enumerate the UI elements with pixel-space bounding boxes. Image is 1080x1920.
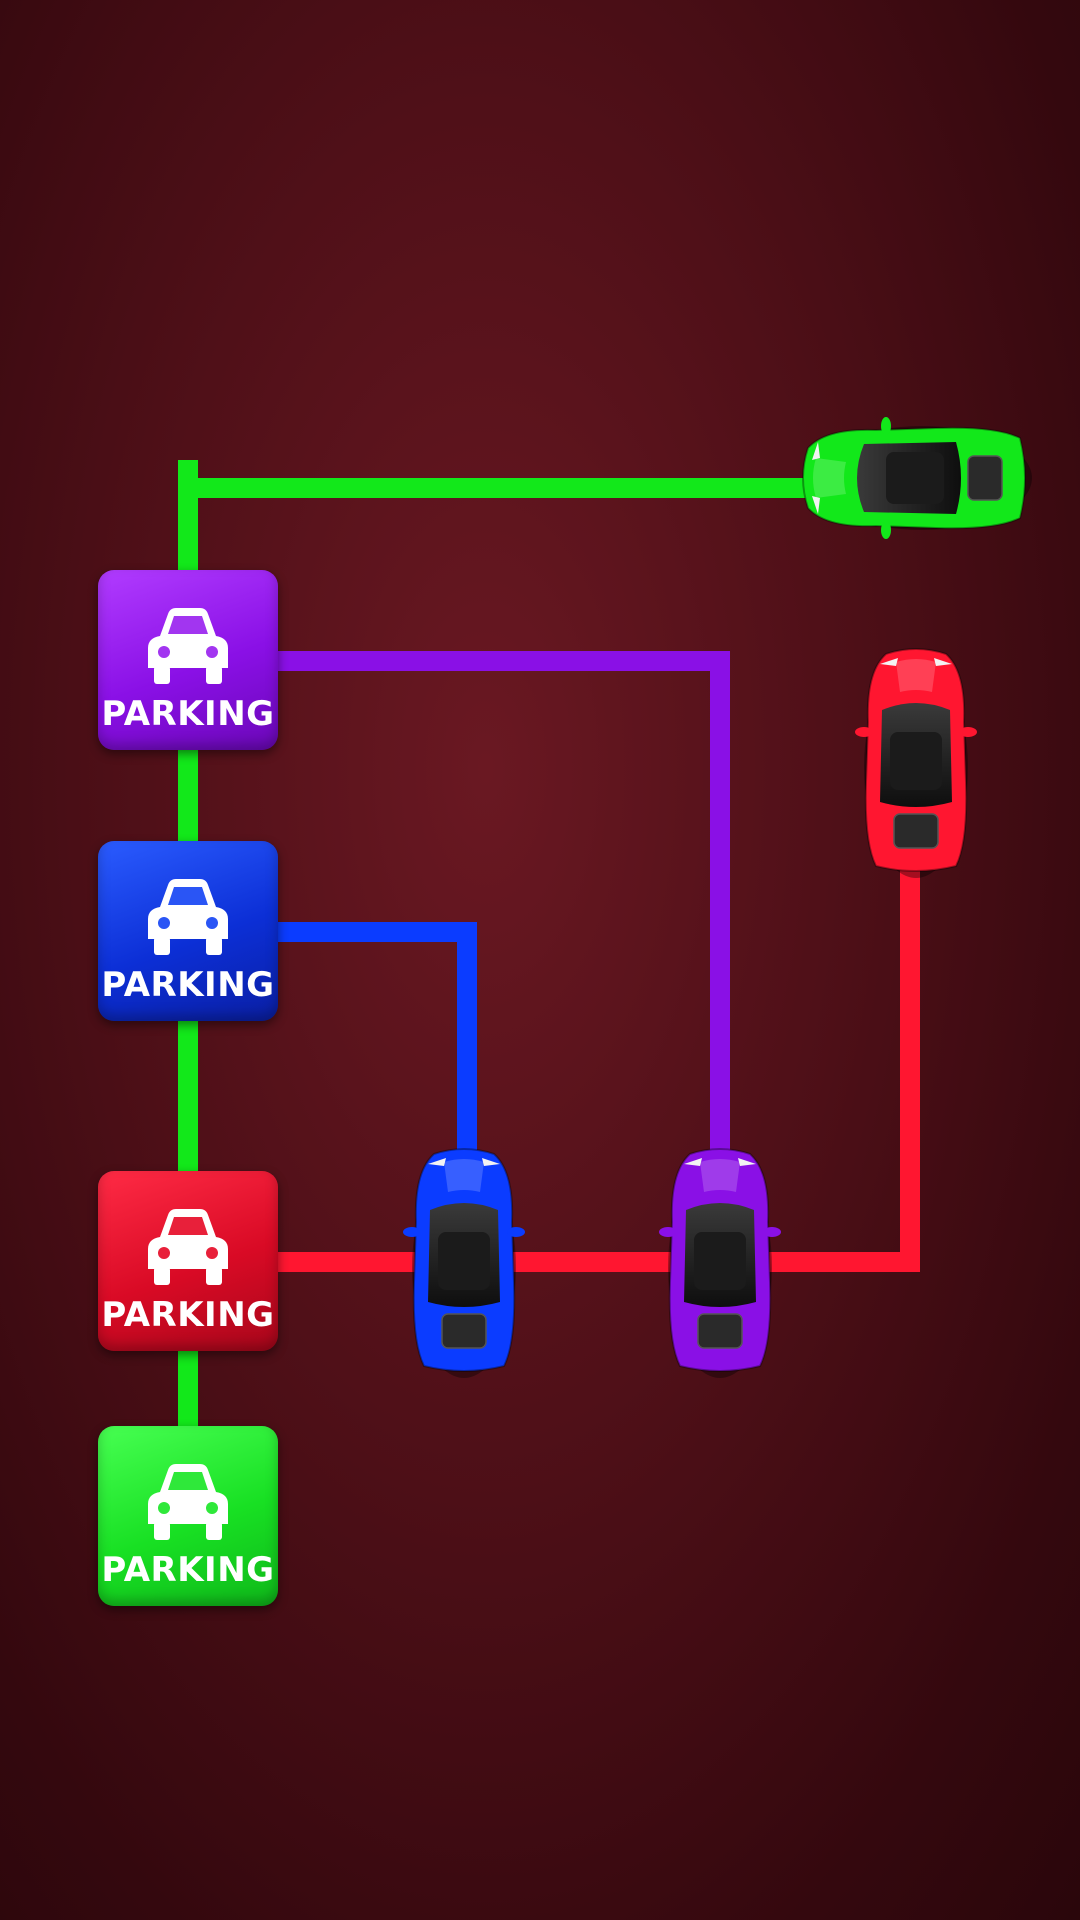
green-car[interactable] bbox=[802, 417, 1032, 539]
purple-car[interactable] bbox=[659, 1148, 781, 1378]
car-icon bbox=[148, 1464, 228, 1540]
cars-layer bbox=[403, 417, 1032, 1378]
parking-spot-green[interactable]: PARKING bbox=[98, 1426, 278, 1606]
parking-label: PARKING bbox=[101, 1295, 275, 1335]
red-car[interactable] bbox=[855, 648, 977, 878]
parking-label: PARKING bbox=[101, 1550, 275, 1590]
car-icon bbox=[148, 879, 228, 955]
parking-spot-blue[interactable]: PARKING bbox=[98, 841, 278, 1021]
parking-spot-red[interactable]: PARKING bbox=[98, 1171, 278, 1351]
parking-label: PARKING bbox=[101, 965, 275, 1005]
parking-label: PARKING bbox=[101, 694, 275, 734]
paths bbox=[178, 460, 920, 1430]
car-icon bbox=[148, 608, 228, 684]
blue-path[interactable] bbox=[270, 922, 477, 1170]
red-path[interactable] bbox=[270, 860, 920, 1272]
purple-path[interactable] bbox=[270, 651, 730, 1170]
car-icon bbox=[148, 1209, 228, 1285]
green-path[interactable] bbox=[178, 460, 820, 498]
blue-car[interactable] bbox=[403, 1148, 525, 1378]
parking-spot-purple[interactable]: PARKING bbox=[98, 570, 278, 750]
